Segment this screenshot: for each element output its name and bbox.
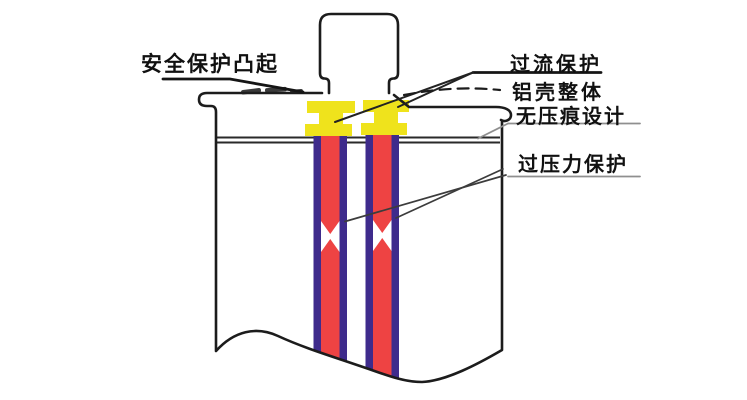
- electrode-column-left: [313, 134, 347, 382]
- overpressure-label: 过压力保护: [518, 152, 628, 176]
- overcurrent-connector-right: [361, 100, 409, 135]
- overcurrent-label: 过流保护: [510, 52, 602, 76]
- safety-bump-label: 安全保护凸起: [141, 52, 279, 76]
- overcurrent-leader-right: [397, 71, 474, 108]
- shell-right-flange: [392, 93, 513, 123]
- pressure-relief-notch-right: [373, 220, 392, 251]
- overcurrent-connector-left: [305, 101, 355, 136]
- no-indentation-leader: [477, 122, 509, 140]
- shell-top-plate: [217, 136, 500, 144]
- aluminum-shell-label: 铝壳整体: [512, 80, 604, 104]
- overpressure-leader-left: [344, 174, 507, 223]
- overcurrent-leader-left: [334, 71, 474, 123]
- shell-body-outline: [197, 91, 504, 384]
- overpressure-leader-right: [395, 168, 504, 219]
- aluminum-shell-leader: [402, 87, 502, 97]
- terminal-cap: [318, 12, 400, 95]
- no-indentation-label: 无压痕设计: [516, 104, 626, 128]
- safety-bump-leader: [161, 77, 305, 94]
- electrode-column-right: [365, 134, 399, 382]
- pressure-relief-notch-left: [321, 221, 340, 252]
